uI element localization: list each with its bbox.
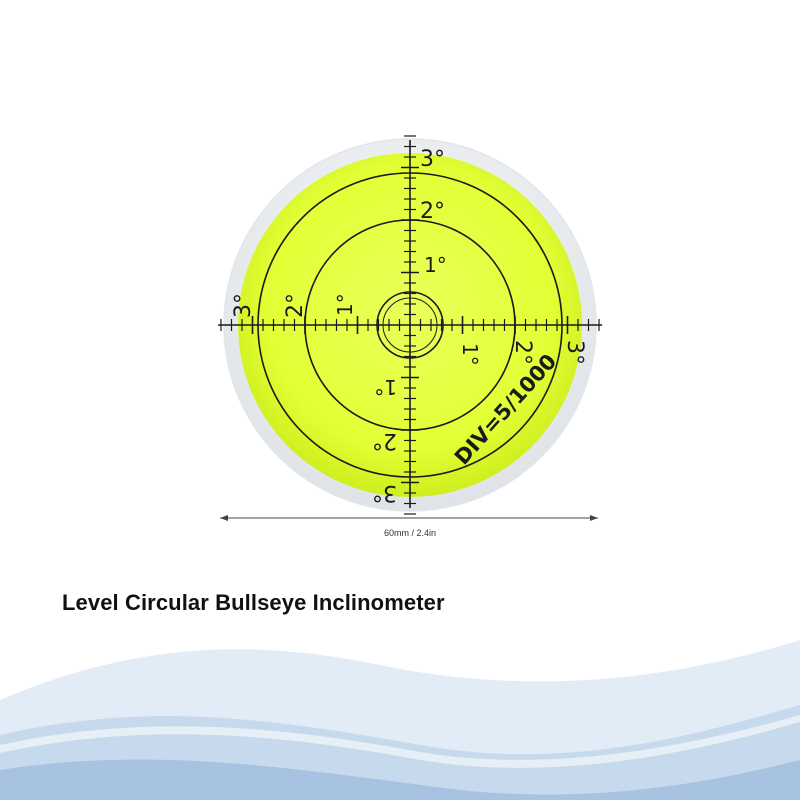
bullseye-level: 3° 2° 1° 1° 2° 3° 3° 2° 1° 1° 2° 3° DIV=… (218, 135, 602, 515)
label-bottom-2: 2° (372, 428, 397, 453)
label-top-1: 1° (424, 253, 447, 277)
dimension-indicator: 60mm / 2.4in (220, 515, 598, 538)
dimension-label: 60mm / 2.4in (384, 528, 436, 538)
label-left-2: 2° (283, 293, 308, 318)
dimension-arrow-right (590, 515, 598, 521)
label-right-1: 1° (458, 343, 482, 366)
wave-front (0, 759, 800, 800)
label-right-2: 2° (510, 340, 535, 365)
label-left-3: 3° (231, 293, 256, 318)
decorative-waves (0, 640, 800, 800)
dimension-arrow-left (220, 515, 228, 521)
label-top-3: 3° (420, 147, 445, 172)
label-bottom-1: 1° (374, 375, 397, 399)
label-bottom-3: 3° (372, 480, 397, 505)
scale-ticks (220, 135, 600, 515)
wave-highlight (0, 715, 800, 768)
label-left-1: 1° (333, 293, 357, 316)
label-top-2: 2° (420, 199, 445, 224)
label-right-3: 3° (562, 340, 587, 365)
product-title: Level Circular Bullseye Inclinometer (62, 590, 445, 615)
